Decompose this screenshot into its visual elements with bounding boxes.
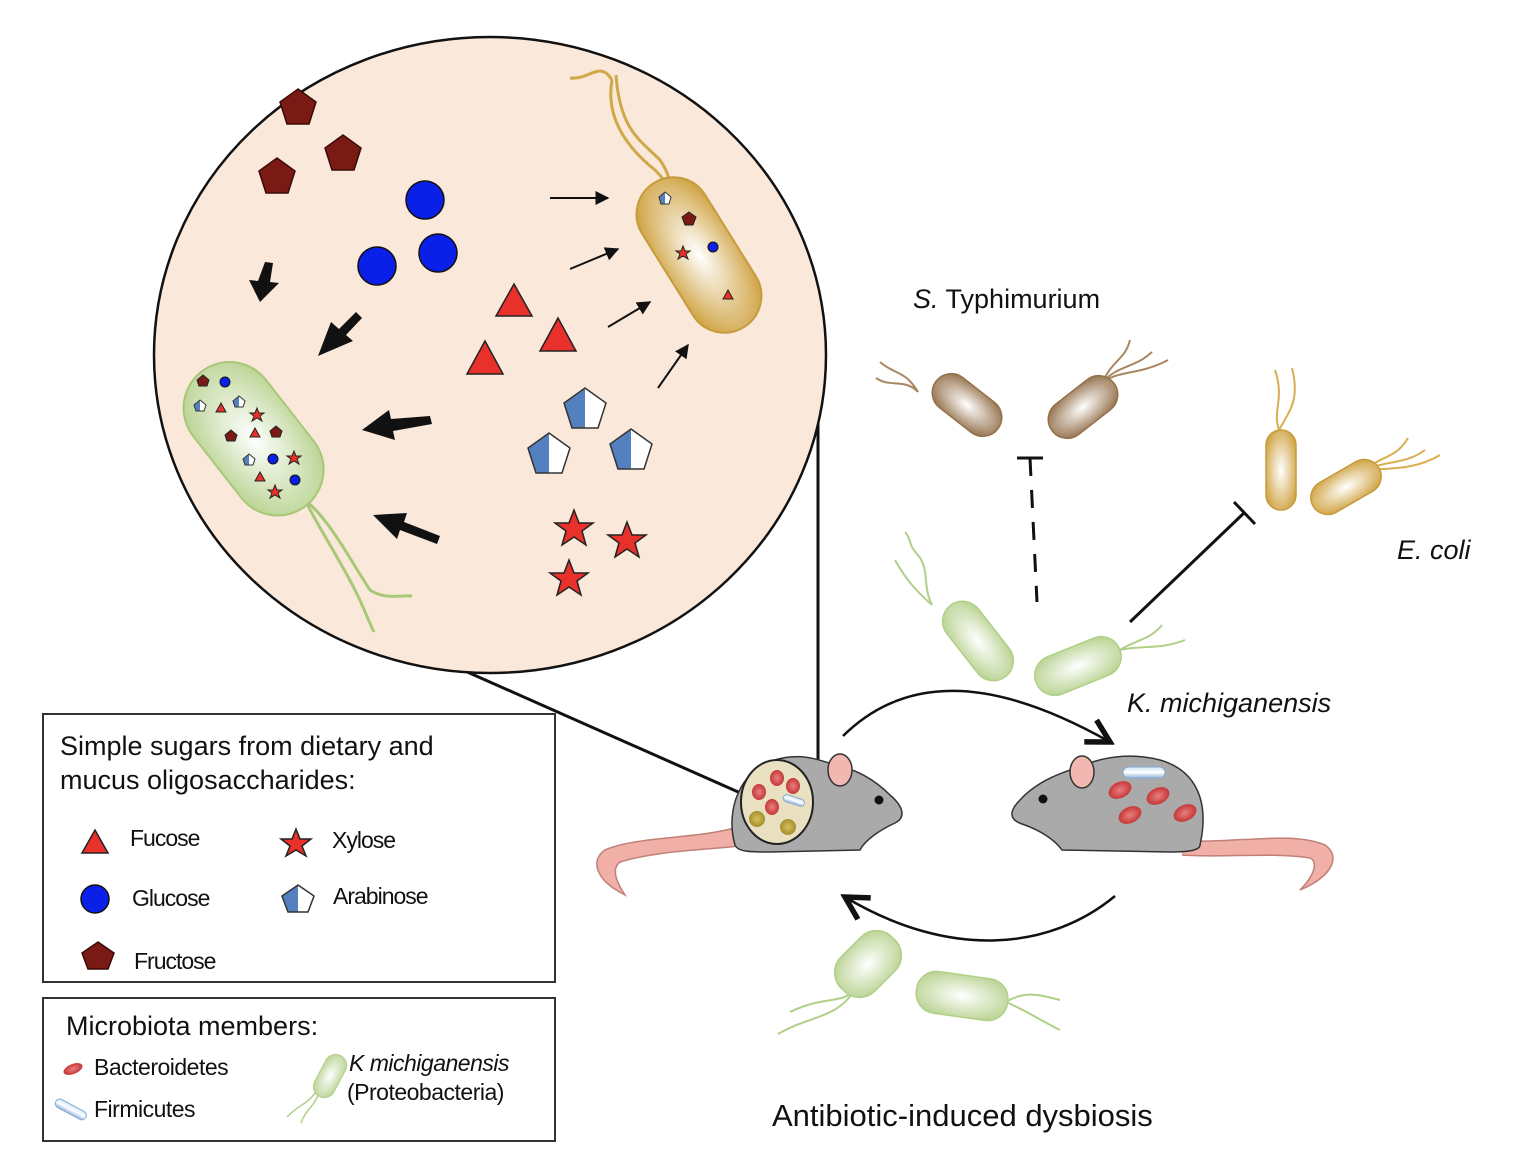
red-triangle-icon: [80, 828, 110, 854]
mouse-tail: [596, 824, 749, 897]
thick-arrow-icon: [318, 312, 362, 356]
dark-red-pentagon-icon: [81, 941, 115, 970]
thick-arrow-icon: [249, 262, 279, 302]
free-fucose-group: [465, 282, 578, 375]
inhibition-s-typhimurium: [1017, 456, 1043, 603]
fucose-icon: [494, 282, 534, 317]
thin-arrow-icon: [607, 301, 652, 328]
arabinose-icon: [527, 432, 571, 474]
xylose-icon: [552, 507, 596, 547]
uptake-arrows-green: [249, 262, 440, 544]
flagellum: [304, 498, 413, 598]
fucose-icon: [722, 288, 734, 300]
microbiota-legend-title: Microbiota members:: [66, 1011, 319, 1041]
legend-proteobacteria: (Proteobacteria): [347, 1079, 504, 1105]
glucose-icon: [357, 246, 397, 286]
free-xylose-group: [547, 507, 649, 597]
glucose-icon: [418, 233, 458, 273]
fructose-icon: [681, 211, 697, 226]
legend-xylose: Xylose: [332, 827, 396, 853]
mouse-eye: [1038, 794, 1048, 804]
thin-arrow-icon: [657, 343, 689, 389]
microbiota-legend-icons: [54, 1053, 348, 1124]
bacteroidetes-cell: [1146, 787, 1170, 805]
fructose-icon: [324, 134, 362, 171]
arrow-to-recovery: [845, 896, 1116, 942]
xylose-icon: [547, 557, 591, 597]
s-typhimurium-bacteria: [875, 339, 1169, 440]
mouse-ear: [1069, 755, 1095, 789]
glucose-icon: [707, 241, 719, 253]
xylose-icon: [605, 519, 649, 559]
inhibition-e-coli: [1128, 500, 1257, 624]
blue-rod-icon: [54, 1098, 87, 1121]
title-line-2: mucus oligosaccharides:: [60, 765, 356, 795]
bacteroidetes-cell: [1118, 806, 1142, 824]
s-typhimurium-label: S. Typhimurium: [913, 284, 1100, 315]
bacteroidetes-cell: [1173, 804, 1197, 822]
sugar-legend: Simple sugars from dietary and mucus oli…: [42, 713, 556, 983]
e-coli-label: E. coli: [1397, 535, 1471, 565]
legend-fructose: Fructose: [134, 948, 216, 974]
red-oval-icon: [63, 1063, 83, 1075]
xylose-icon: [674, 244, 692, 261]
blue-circle-icon: [80, 884, 110, 914]
sugar-legend-title: Simple sugars from dietary and mucus oli…: [60, 729, 434, 797]
species-text: Typhimurium: [938, 284, 1101, 314]
fucose-icon: [465, 339, 505, 375]
fructose-icon: [279, 88, 317, 125]
arabinose-icon: [609, 428, 653, 470]
free-fructose-group: [258, 88, 362, 194]
caption: Antibiotic-induced dysbiosis: [772, 1098, 1153, 1133]
mouse-tail: [1179, 837, 1334, 891]
green-bacterium-in-circle: [182, 361, 413, 633]
flagellum: [286, 1090, 320, 1124]
k-michiganensis-bacteria-top: [894, 531, 1186, 697]
gut-microbiota-inset: [740, 759, 814, 845]
firmicutes-rod: [1122, 766, 1166, 779]
k-michiganensis-bacteria-bottom: [777, 929, 1061, 1035]
blue-white-pentagon-icon: [281, 884, 315, 913]
title-line-1: Simple sugars from dietary and: [60, 731, 434, 761]
arabinose-icon: [563, 387, 607, 429]
mouse-ear: [827, 753, 853, 787]
e-coli-bacteria: [1265, 367, 1441, 516]
dysbiotic-mouse: [1011, 755, 1334, 891]
thin-arrow-icon: [569, 247, 620, 270]
genus-text: S.: [913, 284, 939, 314]
red-star-icon: [278, 826, 314, 858]
legend-arabinose: Arabinose: [333, 883, 429, 909]
legend-firmicutes: Firmicutes: [94, 1096, 196, 1122]
thick-arrow-icon: [373, 513, 440, 544]
healthy-mouse: [596, 753, 903, 897]
legend-fucose: Fucose: [130, 825, 200, 851]
fucose-icon: [538, 316, 578, 352]
free-glucose-group: [357, 180, 458, 286]
uptake-arrows-gold: [550, 191, 689, 389]
gold-bacterium-in-circle: [569, 69, 763, 334]
sugar-legend-icons: [80, 826, 315, 970]
mouse-eye: [874, 795, 884, 805]
free-arabinose-group: [527, 387, 653, 474]
cycle-arrows: [842, 689, 1116, 942]
bacteroidetes-cell: [1108, 781, 1132, 799]
arabinose-icon: [658, 191, 672, 205]
legend-glucose: Glucose: [132, 885, 210, 911]
legend-k-michiganensis: K michiganensis: [349, 1050, 509, 1076]
legend-bacteroidetes: Bacteroidetes: [94, 1054, 229, 1080]
fructose-icon: [258, 157, 296, 194]
k-michiganensis-label: K. michiganensis: [1127, 688, 1332, 718]
glucose-icon: [405, 180, 445, 220]
arrow-to-dysbiosis: [842, 689, 1110, 742]
green-bacterium-icon: [312, 1053, 348, 1099]
thick-arrow-icon: [362, 410, 432, 440]
mouse-body: [1011, 755, 1204, 853]
microbiota-legend: Microbiota members: Bacteroidetes Firmic…: [42, 997, 556, 1142]
